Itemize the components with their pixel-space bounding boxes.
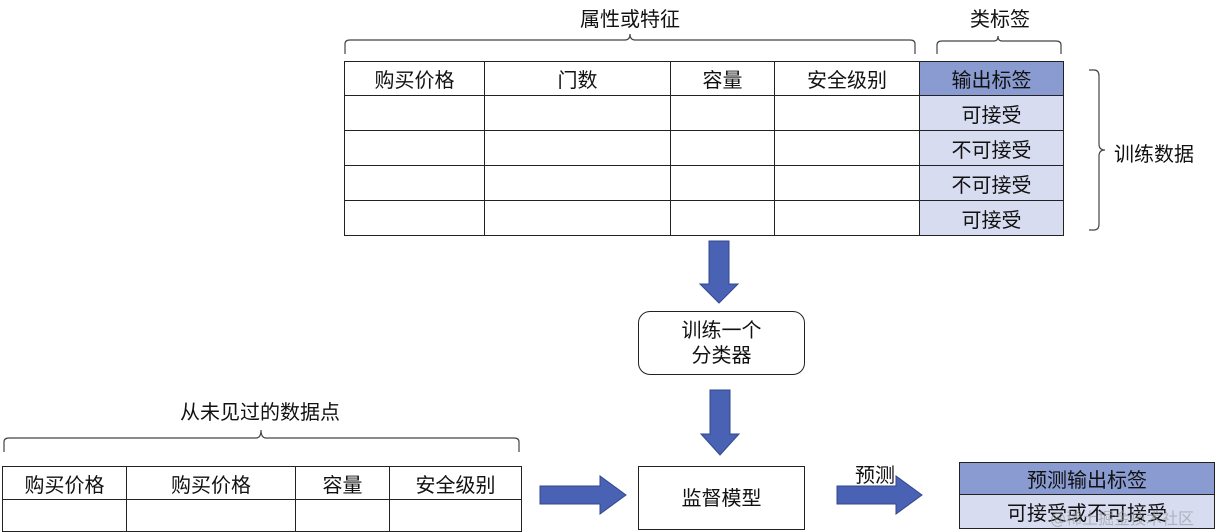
column-header: 安全级别 (389, 466, 522, 500)
table-cell (774, 130, 920, 166)
prediction-table: 预测输出标签 可接受或不可接受 (959, 462, 1215, 529)
table-cell (670, 130, 775, 166)
unseen-data-brace (3, 429, 520, 452)
down-arrow-icon (698, 240, 740, 304)
training-data-brace (1089, 69, 1106, 231)
watermark: @稀土掘金技术社区 (1050, 509, 1195, 528)
column-header: 安全级别 (774, 61, 920, 96)
class-label-brace (936, 35, 1062, 54)
table-row (2, 499, 522, 532)
right-arrow-icon (836, 475, 923, 515)
output-label-header: 输出标签 (919, 61, 1064, 96)
column-header: 购买价格 (126, 466, 296, 500)
table-cell (484, 130, 671, 166)
table-cell (774, 95, 920, 131)
column-header: 购买价格 (2, 466, 127, 500)
train-classifier-box: 训练一个 分类器 (638, 311, 805, 375)
table-cell (670, 95, 775, 131)
unseen-data-table: 购买价格 购买价格 容量 安全级别 (2, 466, 522, 532)
table-cell (774, 165, 920, 201)
table-cell (484, 95, 671, 131)
right-arrow-icon (539, 475, 627, 515)
training-data-table: 购买价格 门数 容量 安全级别 输出标签 可接受 不可接受 不可接受 可接受 (344, 61, 1064, 236)
supervised-model-box: 监督模型 (638, 466, 805, 530)
training-data-label: 训练数据 (1114, 142, 1194, 166)
table-cell (389, 499, 522, 532)
table-row: 可接受 (344, 95, 1064, 131)
label-cell: 不可接受 (919, 130, 1064, 166)
label-cell: 不可接受 (919, 165, 1064, 201)
table-row: 不可接受 (344, 130, 1064, 166)
table-cell (484, 200, 671, 236)
attributes-brace (344, 33, 916, 54)
table-cell (670, 165, 775, 201)
table-row: 可接受或不可接受 (959, 494, 1215, 529)
class-label-title: 类标签 (970, 7, 1030, 31)
table-header-row: 预测输出标签 (959, 462, 1215, 495)
table-cell (484, 165, 671, 201)
table-cell (344, 95, 485, 131)
table-cell (126, 499, 296, 532)
table-cell (774, 200, 920, 236)
table-row: 不可接受 (344, 165, 1064, 201)
column-header: 容量 (670, 61, 775, 96)
label-cell: 可接受 (919, 95, 1064, 131)
column-header: 购买价格 (344, 61, 485, 96)
prediction-value: 可接受或不可接受 (959, 494, 1215, 529)
attributes-label: 属性或特征 (580, 7, 680, 31)
table-header-row: 购买价格 门数 容量 安全级别 输出标签 (344, 61, 1064, 96)
model-label: 监督模型 (681, 485, 762, 510)
classifier-line-1: 训练一个 (681, 318, 762, 342)
table-cell (344, 200, 485, 236)
table-row: 可接受 (344, 200, 1064, 236)
classifier-line-2: 分类器 (691, 343, 752, 367)
prediction-header: 预测输出标签 (959, 462, 1215, 495)
unseen-data-label: 从未见过的数据点 (180, 400, 340, 424)
table-cell (670, 200, 775, 236)
table-cell (295, 499, 390, 532)
predict-label: 预测 (855, 463, 895, 487)
table-cell (344, 130, 485, 166)
column-header: 门数 (484, 61, 671, 96)
label-cell: 可接受 (919, 200, 1064, 236)
table-cell (344, 165, 485, 201)
table-cell (2, 499, 127, 532)
column-header: 容量 (295, 466, 390, 500)
table-header-row: 购买价格 购买价格 容量 安全级别 (2, 466, 522, 500)
down-arrow-icon (699, 389, 741, 456)
